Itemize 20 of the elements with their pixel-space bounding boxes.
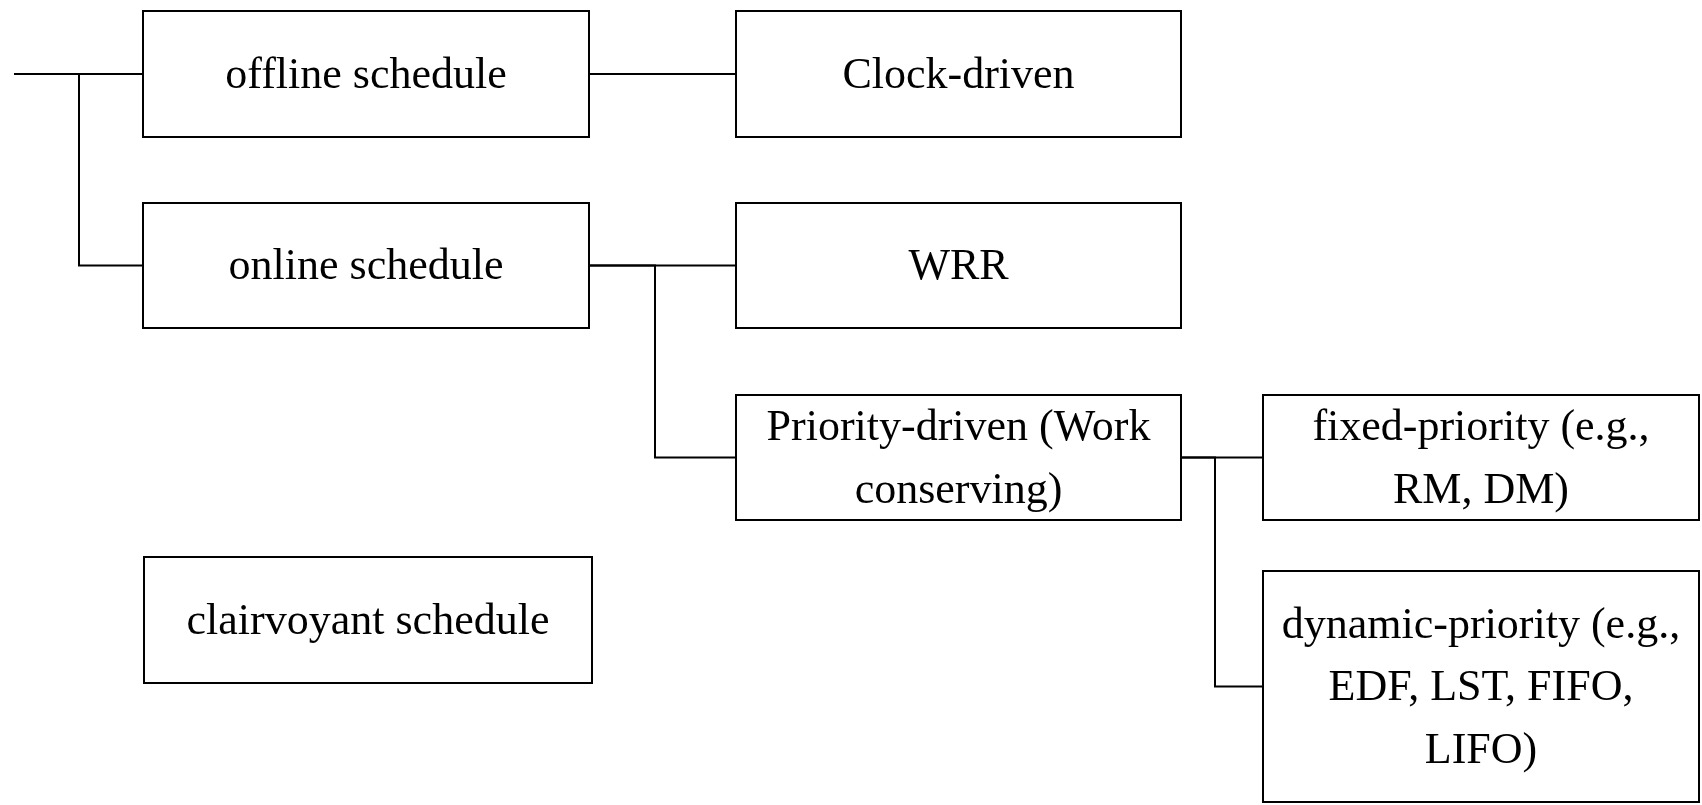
box-label: Priority-driven (Work conserving): [765, 400, 1152, 515]
process-box: [735, 394, 1182, 521]
connector-line: [13, 73, 143, 267]
box-label: online schedule: [228, 239, 504, 292]
connector-line: [1181, 456, 1263, 688]
connector-line: [589, 264, 736, 459]
process-box: [1262, 394, 1700, 521]
box-label: clairvoyant schedule: [186, 593, 550, 646]
process-box: [142, 202, 590, 329]
box-label: offline schedule: [225, 47, 507, 100]
box-label: fixed-priority (e.g., RM, DM): [1311, 400, 1651, 515]
box-label: dynamic-priority (e.g., EDF, LST, FIFO, LIFO): [1280, 597, 1682, 775]
connector-line: [589, 73, 736, 75]
box-label: WRR: [908, 239, 1009, 292]
process-box: [735, 202, 1182, 329]
process-box: [142, 10, 590, 138]
process-box: [143, 556, 593, 684]
box-label: Clock-driven: [842, 47, 1075, 100]
process-box: [735, 10, 1182, 138]
process-box: [1262, 570, 1700, 803]
